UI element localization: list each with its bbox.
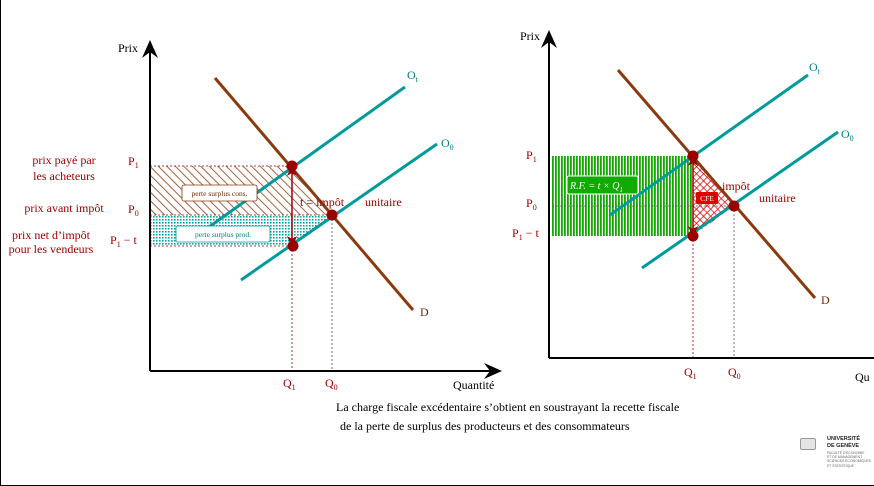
left-supply-tax-curve: [208, 85, 406, 229]
right-tax-revenue-area: [552, 156, 693, 236]
logo-subtitle: FACULTÉ D'ÉCONOMIE ET DE MANAGEMENT SCIE…: [827, 451, 872, 468]
left-unit-label: unitaire: [365, 195, 402, 209]
left-buyers-label-2: les acheteurs: [33, 169, 95, 183]
left-x-axis-title: Quantité: [453, 378, 494, 392]
right-p1t-label: P1 − t: [512, 226, 539, 242]
left-consumer-loss-label: perte surplus cons.: [191, 189, 247, 198]
right-p0-label: P0: [526, 196, 537, 212]
left-before-tax-label: prix avant impôt: [24, 201, 104, 215]
left-q0-label: Q0: [325, 376, 338, 392]
left-q1-label: Q1: [283, 376, 296, 392]
right-cfe-box: [696, 192, 718, 204]
right-point-p0-q0: [728, 200, 740, 212]
left-demand-curve: [213, 77, 415, 311]
left-demand-label: D: [420, 305, 429, 319]
right-revenue-box: [566, 175, 639, 195]
logo-name: UNIVERSITÉ DE GENÈVE: [827, 436, 861, 449]
right-q0-label: Q0: [728, 365, 741, 381]
left-y-axis-title: Prix: [118, 41, 138, 55]
right-demand-curve: [616, 69, 817, 299]
caption-line-1: La charge fiscale excédentaire s’obtient…: [336, 400, 680, 414]
right-supply-tax-curve: [609, 73, 809, 217]
left-sellers-label-2: pour les vendeurs: [9, 242, 94, 256]
caption: La charge fiscale excédentaire s’obtient…: [300, 398, 780, 436]
right-diagram: R.F. = t × Q1 CFE Prix Qu Ot O0 D P1 P0 …: [512, 29, 874, 384]
left-supply-tax-label: Ot: [407, 68, 419, 84]
right-y-axis-title: Prix: [520, 29, 540, 43]
right-x-axis-title: Qu: [855, 370, 870, 384]
left-tax-label: t = impôt: [300, 195, 345, 209]
frame-left-border: [0, 0, 1, 486]
right-demand-label: D: [821, 293, 830, 307]
left-point-p0-q0: [326, 209, 338, 221]
right-tax-label: impôt: [722, 179, 751, 193]
right-supply-base-label: O0: [841, 127, 854, 143]
left-p0-label: P0: [128, 202, 139, 218]
left-producer-loss-box: [175, 225, 271, 243]
right-supply-tax-label: Ot: [809, 60, 821, 76]
left-point-p1t-q1: [287, 240, 299, 252]
left-producer-loss-label: perte surplus prod.: [195, 230, 251, 239]
university-seal-icon: [800, 438, 816, 450]
left-supply-base-curve: [240, 142, 438, 282]
left-buyers-label-1: prix payé par: [32, 153, 95, 167]
left-supply-base-label: O0: [441, 136, 454, 152]
left-diagram: perte surplus cons. perte surplus prod. …: [9, 40, 502, 392]
right-point-p1t-q1: [687, 230, 699, 242]
left-p1-label: P1: [128, 154, 139, 170]
right-q1-label: Q1: [684, 365, 697, 381]
left-point-p1-q1: [286, 160, 298, 172]
university-logo: UNIVERSITÉ DE GENÈVE FACULTÉ D'ÉCONOMIE …: [800, 436, 871, 472]
right-cfe-label: CFE: [700, 194, 714, 203]
left-sellers-label-1: prix net d’impôt: [12, 228, 91, 242]
right-revenue-label: R.F. = t × Q1: [569, 181, 623, 194]
caption-line-2: de la perte de surplus des producteurs e…: [340, 419, 630, 433]
right-p1-label: P1: [526, 148, 537, 164]
left-p1t-label: P1 − t: [110, 233, 137, 249]
left-consumer-loss-box: [181, 184, 258, 202]
right-unit-label: unitaire: [759, 191, 796, 205]
right-supply-base-curve: [641, 130, 839, 270]
right-point-p1-q1: [687, 150, 699, 162]
